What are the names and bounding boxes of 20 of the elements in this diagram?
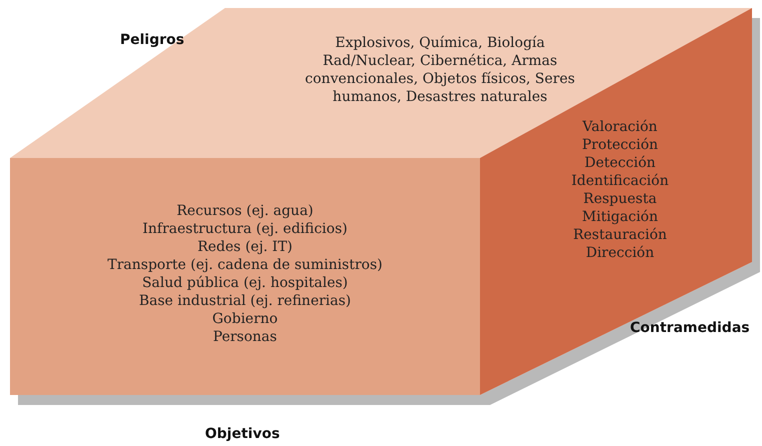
list-item: Recursos (ej. agua) (176, 202, 314, 220)
face-heading: Contramedidas (630, 320, 750, 336)
list-item: Identificación (571, 172, 669, 190)
list-item: Mitigación (582, 208, 658, 226)
list-item: Redes (ej. IT) (197, 238, 293, 256)
list-item: Transporte (ej. cadena de suministros) (108, 256, 382, 274)
list-item: Restauración (573, 226, 667, 244)
face-heading: Peligros (120, 32, 184, 48)
list-item: Detección (584, 154, 656, 172)
list-item: Dirección (586, 244, 654, 262)
list-item: Protección (582, 136, 658, 154)
list-item: Personas (213, 328, 277, 346)
list-item: Respuesta (583, 190, 657, 208)
list-item: Gobierno (212, 310, 278, 328)
face-heading: Objetivos (205, 426, 280, 442)
hazard-list-text: Explosivos, Química, Biología Rad/Nuclear, Cibernética, Armas convencionales, Objetos físicos, Seres humanos, Desastres naturales (304, 34, 576, 106)
list-item: Salud pública (ej. hospitales) (142, 274, 348, 292)
list-item: Base industrial (ej. refinerias) (138, 292, 352, 310)
list-item: Valoración (582, 118, 658, 136)
list-item: Infraestructura (ej. edificios) (142, 220, 348, 238)
